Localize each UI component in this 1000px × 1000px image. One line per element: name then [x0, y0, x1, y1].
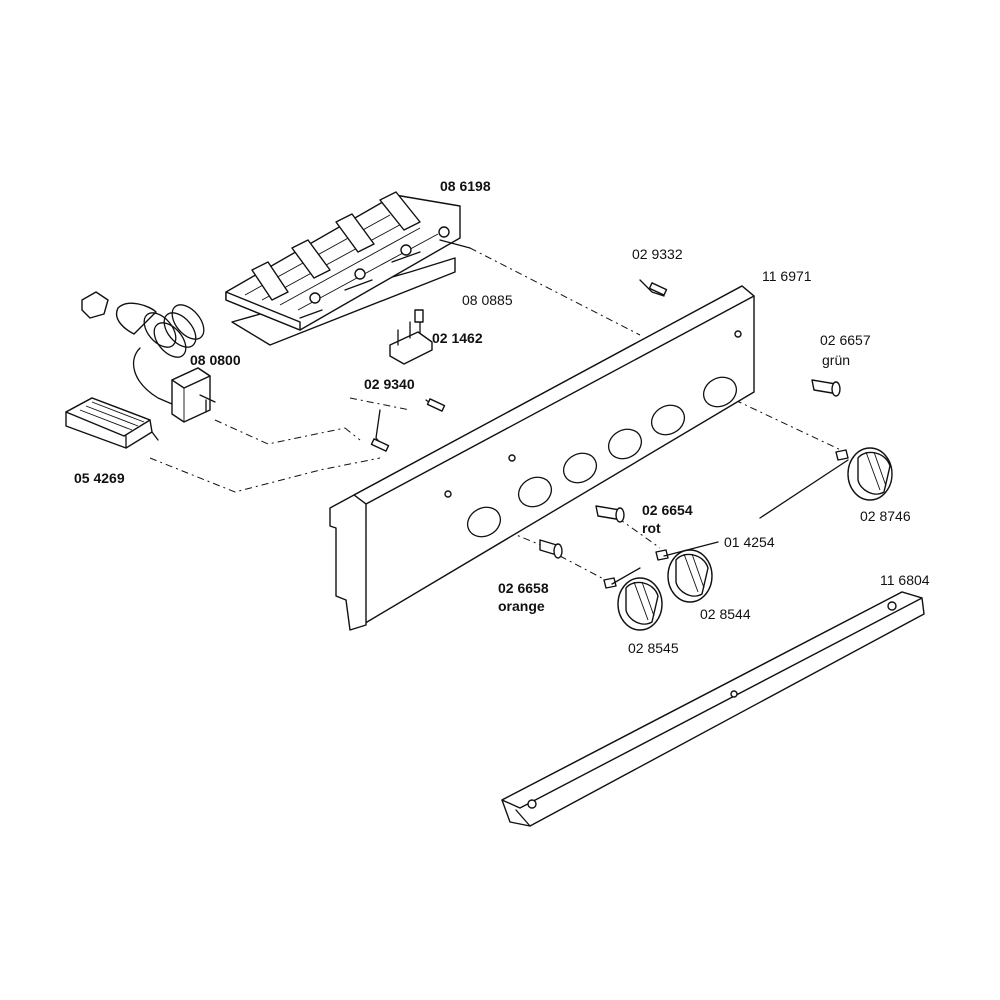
part-label-086198: 08 6198	[440, 178, 491, 194]
control-panel-part	[329, 285, 755, 631]
lamp-holder-part	[81, 291, 205, 405]
knob-part-028544	[667, 549, 713, 603]
part-label-080800: 08 0800	[190, 352, 241, 368]
part-label-028545: 02 8545	[628, 640, 679, 656]
part-label-014254: 01 4254	[724, 534, 775, 550]
pin-parts	[370, 279, 668, 452]
switch-block-part	[225, 191, 471, 346]
knob-part-028746	[847, 447, 893, 501]
micro-switch-part	[389, 309, 433, 365]
part-label-080885: 08 0885	[462, 292, 513, 308]
part-label-026658: 02 6658	[498, 580, 549, 596]
part-label-021462: 02 1462	[432, 330, 483, 346]
part-label-116971: 11 6971	[762, 268, 812, 284]
knob-part-028545	[617, 577, 663, 631]
part-label-028544: 02 8544	[700, 606, 751, 622]
part-label-054269: 05 4269	[74, 470, 125, 486]
part-label-029332: 02 9332	[632, 246, 683, 262]
part-label-116804: 11 6804	[880, 572, 930, 588]
part-color-orange: orange	[498, 598, 545, 614]
clip-parts	[603, 449, 849, 589]
part-label-026657: 02 6657	[820, 332, 871, 348]
part-color-rot: rot	[642, 520, 661, 536]
trim-strip-part	[501, 591, 925, 827]
indicator-lamp-red	[595, 505, 625, 523]
part-label-026654: 02 6654	[642, 502, 693, 518]
indicator-lamp-green	[811, 379, 841, 397]
part-label-028746: 02 8746	[860, 508, 911, 524]
indicator-lamp-orange	[539, 539, 563, 559]
part-color-gruen: grün	[822, 352, 851, 368]
part-label-029340: 02 9340	[364, 376, 415, 392]
thermostat-part	[171, 367, 216, 423]
indicator-lamp-parts	[539, 379, 841, 559]
terminal-block-part	[65, 397, 159, 449]
